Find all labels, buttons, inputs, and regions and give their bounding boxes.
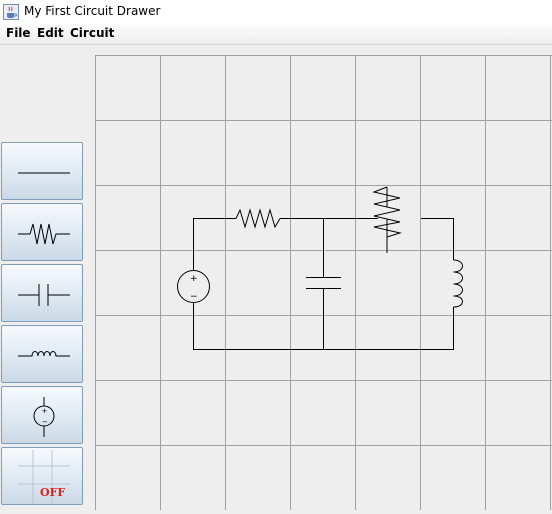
resistor-vertical[interactable] <box>372 186 402 238</box>
voltage-source[interactable]: + − <box>177 270 210 303</box>
resistor-icon <box>18 223 70 245</box>
menu-file[interactable]: File <box>6 26 31 40</box>
menu-circuit[interactable]: Circuit <box>70 26 115 40</box>
window-title: My First Circuit Drawer <box>24 4 161 18</box>
menu-bar: File Edit Circuit <box>0 24 552 45</box>
resistor[interactable] <box>235 208 281 229</box>
inductor-icon <box>18 351 70 357</box>
component-toolbar: + − OFF <box>0 142 86 510</box>
plus-sign: + <box>190 274 198 284</box>
circuit-canvas-svg: + − <box>95 55 552 510</box>
grid-toggle-label: OFF <box>40 486 66 499</box>
capacitor-icon <box>18 284 70 306</box>
menu-edit[interactable]: Edit <box>37 26 64 40</box>
svg-text:+: + <box>42 407 48 415</box>
minus-sign: − <box>190 292 198 302</box>
svg-text:−: − <box>42 418 48 426</box>
java-coffee-cup-icon <box>3 4 19 20</box>
grid-toggle-icon <box>18 450 70 504</box>
voltage-source-button[interactable]: + − <box>1 386 83 444</box>
wire-icon <box>18 172 70 174</box>
resistor-button[interactable] <box>1 203 83 261</box>
inductor[interactable] <box>453 259 463 308</box>
canvas-grid <box>95 55 552 510</box>
circuit-wires <box>193 187 454 350</box>
drawing-canvas[interactable]: + − <box>95 55 552 510</box>
capacitor-button[interactable] <box>1 264 83 322</box>
wire-button[interactable] <box>1 142 83 200</box>
grid-toggle-button[interactable]: OFF <box>1 447 83 505</box>
voltage-source-icon: + − <box>33 397 55 437</box>
inductor-button[interactable] <box>1 325 83 383</box>
title-bar: My First Circuit Drawer <box>0 0 552 24</box>
capacitor[interactable] <box>306 277 341 289</box>
